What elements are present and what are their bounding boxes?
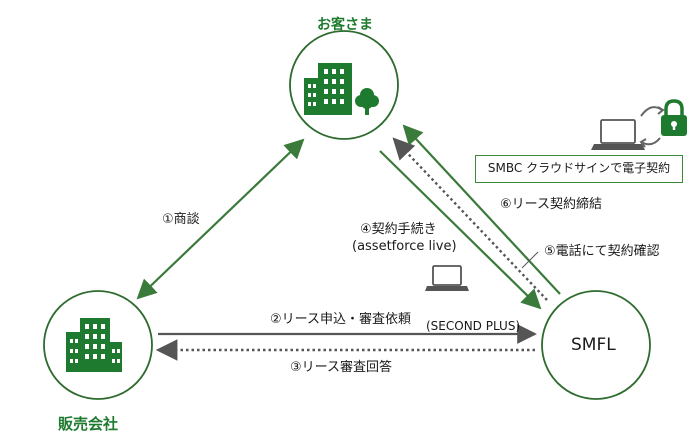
laptop-icon — [425, 265, 469, 291]
electronic-contract-callout: SMBC クラウドサインで電子契約 — [475, 155, 683, 183]
lease-contract-label: ⑥リース契約締結 — [500, 197, 603, 212]
contract-procedure-arrow — [379, 150, 542, 310]
smfl-node — [541, 290, 651, 400]
customer-label: お客さま — [317, 17, 373, 33]
laptop-icon — [591, 119, 645, 150]
negotiation-arrow — [136, 138, 305, 300]
refresh-arrows-icon — [639, 106, 665, 148]
lease-contract-arrow — [402, 124, 561, 295]
negotiation-label: ①商談 — [162, 212, 200, 227]
tree-icon — [355, 88, 379, 115]
phone-confirm-leader — [521, 251, 539, 269]
dealer-label: 販売会社 — [58, 415, 119, 433]
phone-confirm-arrow — [392, 137, 548, 301]
phone-confirm-label: ⑤電話にて契約確認 — [544, 244, 660, 259]
building-icon — [66, 318, 122, 372]
lock-icon — [661, 99, 687, 136]
building-icon — [304, 63, 352, 115]
contract-procedure-label: ④契約手続き — [360, 222, 437, 237]
application-sublabel: (SECOND PLUS) — [426, 319, 521, 333]
review-reply-label: ③リース審査回答 — [290, 360, 393, 375]
application-label: ②リース申込・審査依頼 — [270, 312, 412, 327]
smfl-label: SMFL — [571, 335, 616, 355]
contract-procedure-sublabel: (assetforce live) — [352, 239, 457, 254]
